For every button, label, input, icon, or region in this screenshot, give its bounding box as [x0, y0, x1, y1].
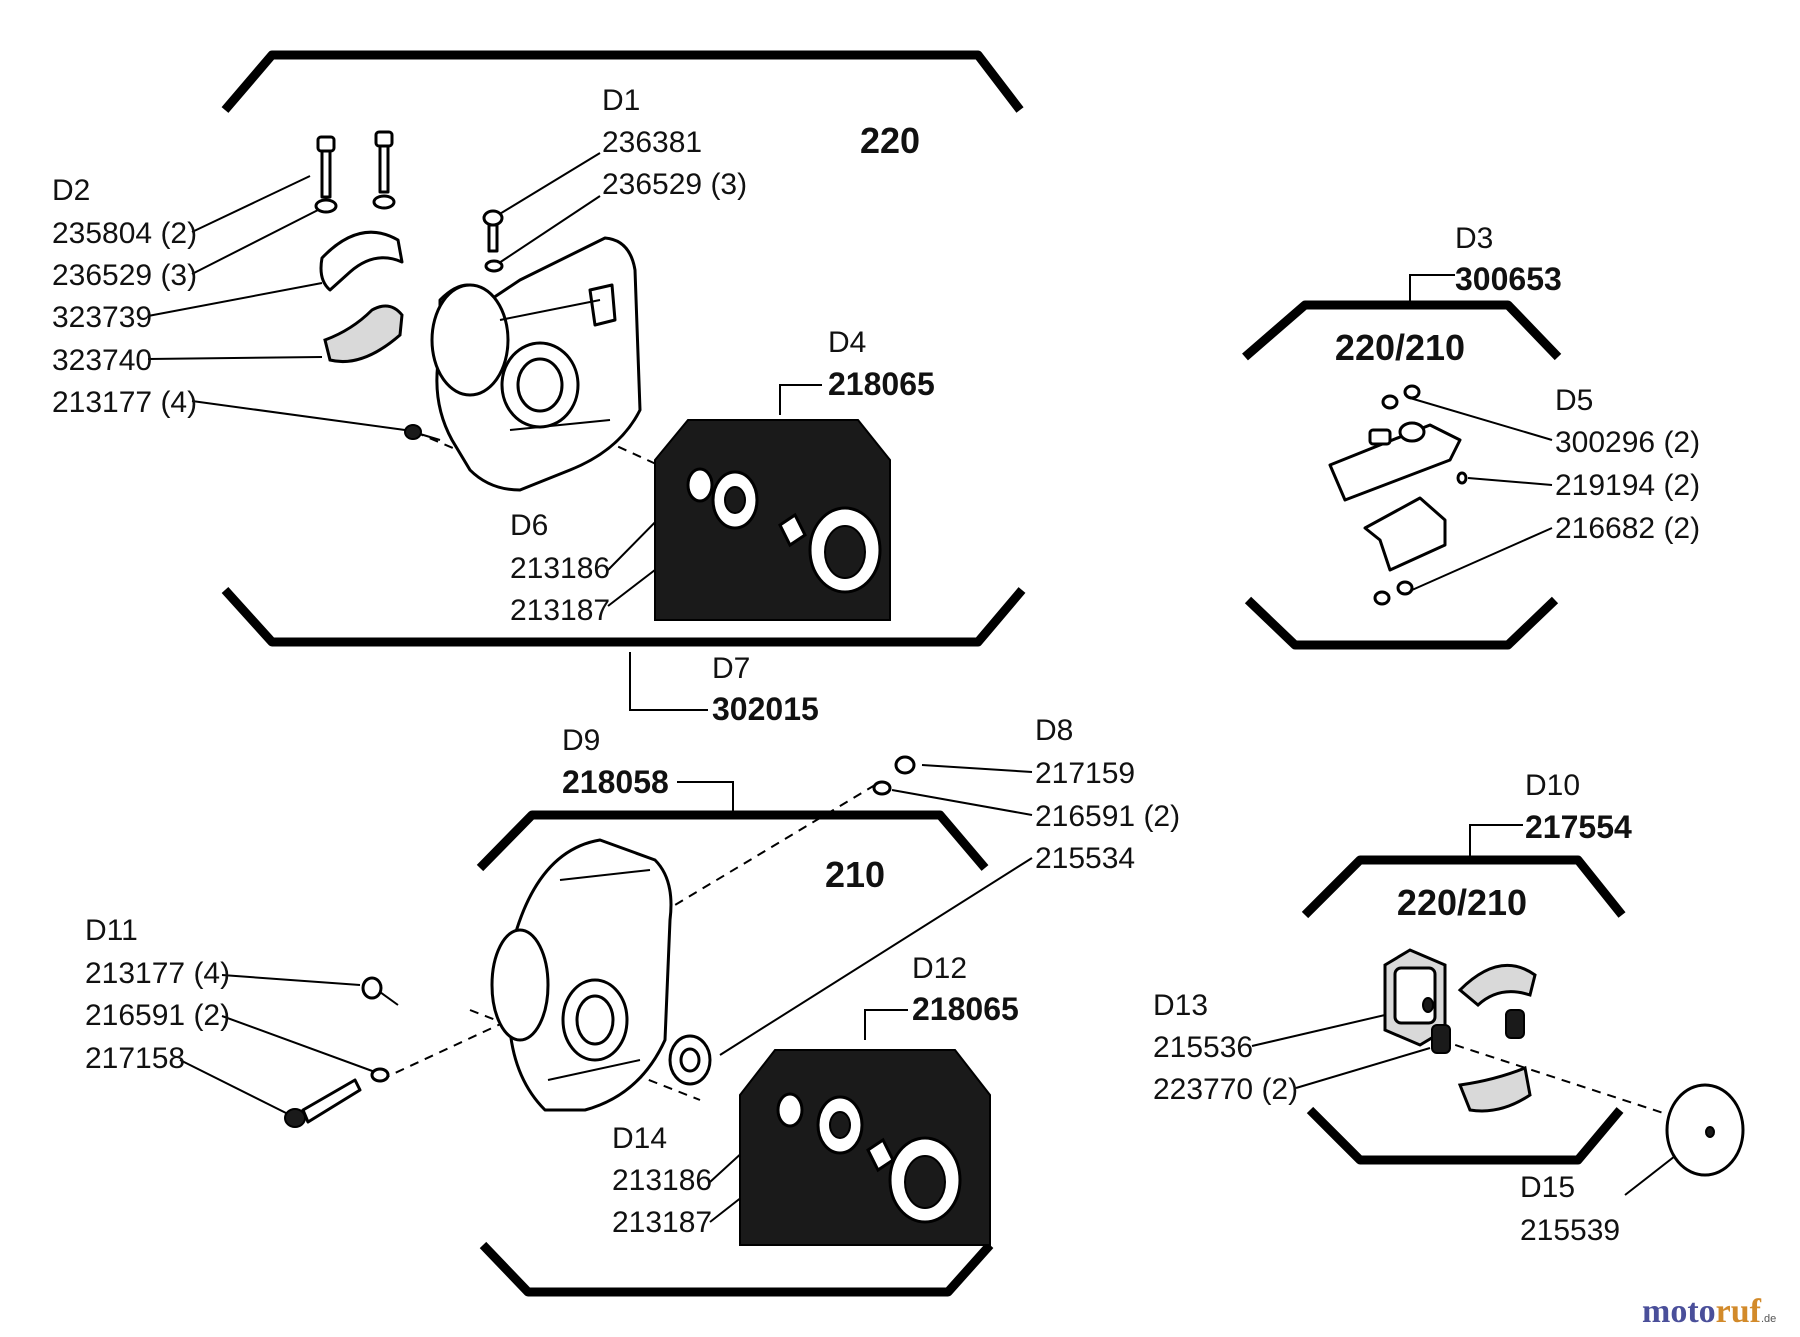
group-220-210-top-bracket	[1242, 300, 1562, 650]
callout-d14-part-2: 213187	[612, 1206, 712, 1239]
group-label-220-210-top: 220/210	[1335, 327, 1465, 368]
group-210-bracket	[476, 810, 994, 1297]
callout-d12-ref: D12	[912, 952, 967, 985]
callout-d1-part-1: 236381	[602, 126, 702, 159]
callout-d2-part-2: 236529 (3)	[52, 259, 197, 292]
callout-d8-ref: D8	[1035, 714, 1073, 747]
callout-d10-number: 217554	[1525, 809, 1632, 845]
callout-d2-part-1: 235804 (2)	[52, 217, 197, 250]
bearing-housing-220-icon	[654, 419, 891, 621]
callout-d1-part-2: 236529 (3)	[602, 168, 747, 201]
callout-d11-part-3: 217158	[85, 1042, 185, 1075]
callout-d8-part-1: 217159	[1035, 757, 1135, 790]
svg-text:motoruf.de: motoruf.de	[1642, 1293, 1776, 1330]
callout-d2-part-4: 323740	[52, 344, 152, 377]
callout-d3-ref: D3	[1455, 222, 1493, 255]
bearing-housing-210-icon	[739, 1049, 991, 1246]
small-screw-icon	[404, 209, 504, 441]
callout-d8-part-3: 215534	[1035, 842, 1135, 875]
group-220-bracket	[221, 50, 1026, 647]
screw-icon	[314, 130, 396, 214]
callout-d4-number: 218065	[828, 366, 935, 402]
shroud-bracket-icon	[1328, 384, 1468, 606]
callout-d6-part-1: 213186	[510, 552, 610, 585]
seal-ring-icon	[668, 1034, 712, 1086]
group-label-210: 210	[825, 854, 885, 895]
leader-lines	[147, 152, 1703, 1223]
callout-d2-ref: D2	[52, 174, 90, 207]
callout-d3-number: 300653	[1455, 261, 1562, 297]
callout-d11-part-2: 216591 (2)	[85, 999, 230, 1032]
watermark-logo: motoruf.de	[1642, 1293, 1776, 1330]
callout-d11-ref: D11	[85, 914, 138, 947]
callout-d2-part-3: 323739	[52, 301, 152, 334]
callout-d9-ref: D9	[562, 724, 600, 757]
callout-d5-part-3: 216682 (2)	[1555, 512, 1700, 545]
watermark-part-a: moto	[1642, 1293, 1716, 1330]
crankcase-cover-220-icon	[430, 236, 642, 492]
callout-d1-ref: D1	[602, 84, 640, 117]
mount-cap-upper-icon	[1457, 963, 1537, 1007]
watermark-part-c: .de	[1761, 1313, 1776, 1325]
callout-d8-part-2: 216591 (2)	[1035, 800, 1180, 833]
callout-d14-ref: D14	[612, 1122, 667, 1155]
callout-d7-ref: D7	[712, 652, 750, 685]
crankcase-cover-210-icon	[490, 838, 673, 1112]
callout-d13-part-1: 215536	[1153, 1031, 1253, 1064]
callout-d4-ref: D4	[828, 326, 866, 359]
spring-icon	[1431, 1009, 1525, 1054]
callout-d5-part-1: 300296 (2)	[1555, 426, 1700, 459]
callout-d11-part-1: 213177 (4)	[85, 957, 230, 990]
callout-d13-part-2: 223770 (2)	[1153, 1073, 1298, 1106]
callout-d2-part-5: 213177 (4)	[52, 386, 197, 419]
bolt-icon	[284, 755, 916, 1128]
callout-d15-part-1: 215539	[1520, 1214, 1620, 1247]
callout-d10-ref: D10	[1525, 769, 1580, 802]
group-label-220-210-bottom: 220/210	[1397, 882, 1527, 923]
watermark-part-b: ruf	[1716, 1293, 1762, 1330]
callout-d6-ref: D6	[510, 509, 548, 542]
callout-d9-number: 218058	[562, 764, 669, 800]
callout-d7-number: 302015	[712, 691, 819, 727]
clamp-lower-icon	[323, 304, 404, 364]
callout-d12-number: 218065	[912, 991, 1019, 1027]
callout-d5-ref: D5	[1555, 384, 1593, 417]
grommet-block-icon	[1383, 948, 1447, 1047]
callout-d5-part-2: 219194 (2)	[1555, 469, 1700, 502]
washer-disc-icon	[1665, 1083, 1745, 1177]
callout-d14-part-1: 213186	[612, 1164, 712, 1197]
clamp-upper-icon	[319, 230, 404, 292]
callout-d13-ref: D13	[1153, 989, 1208, 1022]
callout-d15-ref: D15	[1520, 1171, 1575, 1204]
callout-d6-part-2: 213187	[510, 594, 610, 627]
group-label-220: 220	[860, 120, 920, 161]
mount-cap-lower-icon	[1457, 1065, 1532, 1113]
